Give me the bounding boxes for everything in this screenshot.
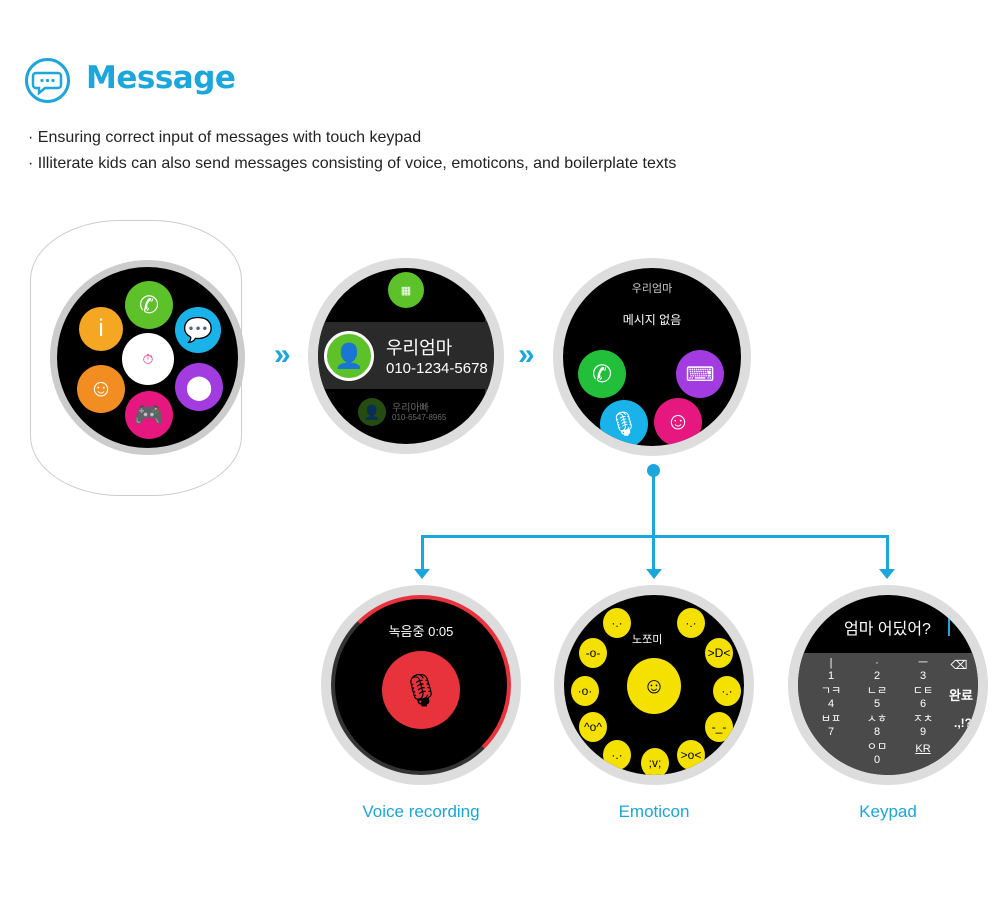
done-key[interactable]: 완료 xyxy=(949,688,973,703)
next-arrow-icon: » xyxy=(274,338,291,371)
contact-title: 우리엄마 xyxy=(631,283,673,295)
watch-voice: 녹음중 0:05 🎙 xyxy=(321,585,521,785)
emoticon[interactable]: ^o^ xyxy=(578,711,608,743)
connector-line xyxy=(421,535,889,538)
contact-name: 우리엄마 xyxy=(386,338,453,358)
next-arrow-icon: » xyxy=(518,338,535,371)
watch-emoticon: 노쪼미 ☺ ·.· ·.· -o- >D< ·o· ·.· ^o^ -_- ·.… xyxy=(554,585,754,785)
page-title: Message xyxy=(86,60,236,96)
emoticon[interactable]: -_- xyxy=(704,711,734,743)
arrow-down-icon xyxy=(414,569,430,579)
info-app-icon[interactable]: i xyxy=(79,307,123,351)
contact-number: 010-6547-8965 xyxy=(392,413,447,422)
message-app-icon[interactable]: 💬 xyxy=(175,307,221,353)
emoticon-main[interactable]: ☺ xyxy=(626,657,682,715)
dialpad-icon[interactable]: ▦ xyxy=(388,272,424,308)
backspace-icon[interactable]: ⌫ xyxy=(950,658,968,672)
arrow-down-icon xyxy=(879,569,895,579)
emoticon-set-name: 노쪼미 xyxy=(632,634,663,646)
emoticon-label: Emoticon xyxy=(618,802,690,821)
avatar: 👤 xyxy=(358,398,386,426)
voice-button[interactable]: 🎙 xyxy=(600,400,648,446)
connector-line xyxy=(421,535,424,570)
emoticon-button[interactable]: ☺ xyxy=(654,398,702,446)
emoticon[interactable]: ·.· xyxy=(602,607,632,639)
punctuation-key[interactable]: .,!? xyxy=(954,716,972,730)
contact-item-selected[interactable]: 👤 우리엄마 010-1234-5678 xyxy=(318,322,494,389)
key-1[interactable]: |1 xyxy=(827,657,835,682)
emoticon[interactable]: ;v; xyxy=(640,747,670,775)
chat-bubble-icon xyxy=(25,58,70,103)
emoticon[interactable]: ·.· xyxy=(676,607,706,639)
empty-message-text: 메시지 없음 xyxy=(622,313,682,327)
watch-message: 우리엄마 메시지 없음 ✆ ⌨ 🎙 ☺ xyxy=(553,258,751,456)
watch-home: ✆ i 💬 ⏱ ☺ ⬤ 🎮 xyxy=(50,260,245,455)
clock-icon: ⏱ xyxy=(122,333,174,385)
watch-contacts: ▦ 👤 우리엄마 010-1234-5678 👤 우리아빠 010-6547-8… xyxy=(308,258,504,454)
location-app-icon[interactable]: ⬤ xyxy=(175,363,223,411)
connector-line xyxy=(886,535,889,570)
keypad-button[interactable]: ⌨ xyxy=(676,350,724,398)
contact-number: 010-1234-5678 xyxy=(386,360,488,377)
emoticon[interactable]: ·.· xyxy=(602,739,632,771)
key-2[interactable]: ·2 xyxy=(873,657,881,682)
feature-bullet: · Ensuring correct input of messages wit… xyxy=(28,129,422,146)
emoticon-app-icon[interactable]: ☺ xyxy=(77,365,125,413)
message-input[interactable]: 엄마 어딨어? xyxy=(844,621,931,638)
recording-status: 녹음중 0:05 xyxy=(388,624,454,639)
emoticon[interactable]: ·.· xyxy=(712,675,742,707)
game-app-icon[interactable]: 🎮 xyxy=(125,391,173,439)
call-button[interactable]: ✆ xyxy=(578,350,626,398)
arrow-down-icon xyxy=(646,569,662,579)
keypad-label: Keypad xyxy=(859,802,917,821)
key-language[interactable]: KR xyxy=(915,743,931,755)
text-cursor xyxy=(948,614,950,636)
emoticon[interactable]: -o- xyxy=(578,637,608,669)
avatar: 👤 xyxy=(324,331,374,381)
emoticon[interactable]: ·o· xyxy=(570,675,600,707)
contact-name: 우리아빠 xyxy=(392,403,429,414)
connector-line xyxy=(652,470,655,570)
phone-app-icon[interactable]: ✆ xyxy=(125,281,173,329)
voice-recording-label: Voice recording xyxy=(362,802,480,821)
emoticon[interactable]: >D< xyxy=(704,637,734,669)
record-button[interactable]: 🎙 xyxy=(382,651,460,729)
emoticon[interactable]: >o< xyxy=(676,739,706,771)
feature-bullet: · Illiterate kids can also send messages… xyxy=(28,155,677,172)
